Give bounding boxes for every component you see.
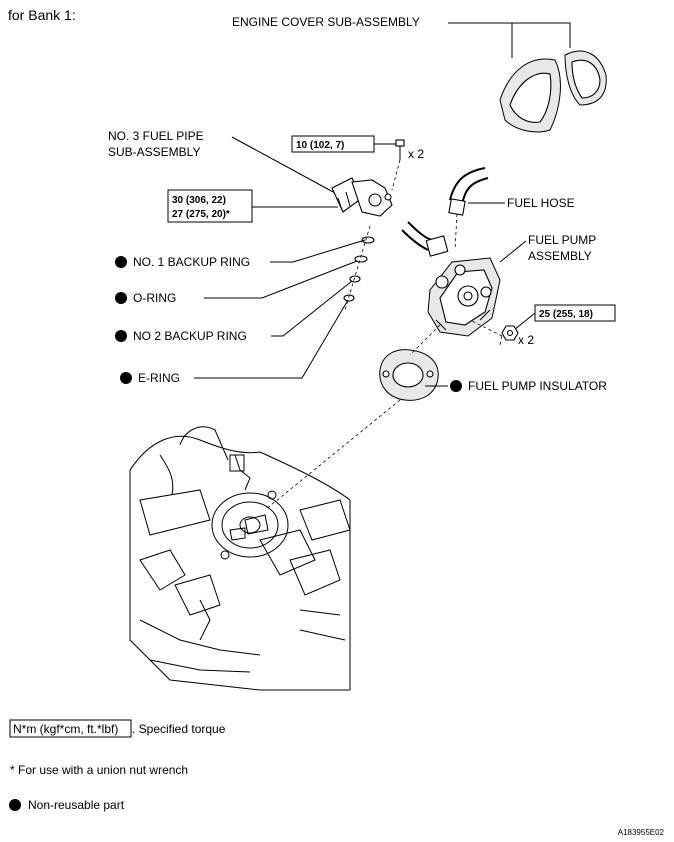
fuel-pump-illustration	[427, 257, 501, 337]
non-reusable-marker-backup-ring-2	[115, 330, 127, 342]
ring-stack-illustration	[343, 236, 375, 302]
fuel-pipe-label-line2: SUB-ASSEMBLY	[108, 145, 200, 159]
fuel-hose-illustration	[401, 167, 489, 257]
pipe-nut-torque-value-2: 27 (275, 20)*	[172, 209, 230, 220]
legend-non-reusable-marker	[9, 799, 21, 811]
fuel-hose-alignment-line	[454, 213, 458, 251]
fuel-pipe-label-line1: NO. 3 FUEL PIPE	[108, 129, 204, 143]
bolt-illustration	[395, 139, 405, 160]
o-ring-label: O-RING	[133, 291, 176, 305]
bolt-torque-value: 10 (102, 7)	[296, 140, 344, 151]
engine-cover-leader	[448, 22, 571, 58]
legend-torque-unit: N*m (kgf*cm, ft.*lbf)	[13, 722, 118, 736]
legend-torque-unit-box	[9, 719, 132, 738]
pipe-nut-torque-value-1: 30 (306, 22)	[172, 195, 226, 206]
e-ring-label: E-RING	[138, 371, 180, 385]
pump-insulator-label: FUEL PUMP INSULATOR	[468, 379, 607, 393]
engine-cover-label: ENGINE COVER SUB-ASSEMBLY	[232, 15, 420, 29]
backup-ring-1-label: NO. 1 BACKUP RING	[133, 255, 250, 269]
backup-ring-2-leader	[271, 280, 353, 337]
bolt-quantity: x 2	[408, 147, 424, 161]
o-ring-leader	[204, 260, 358, 299]
non-reusable-marker-backup-ring-1	[115, 256, 127, 268]
engine-cover-illustration	[499, 50, 607, 133]
non-reusable-marker-e-ring	[120, 372, 132, 384]
fuel-pump-label-line1: FUEL PUMP	[528, 233, 596, 247]
fuel-pump-label-line2: ASSEMBLY	[528, 249, 592, 263]
non-reusable-marker-o-ring	[115, 292, 127, 304]
fuel-pump-insulator-illustration	[379, 349, 439, 401]
fuel-pump-leader	[499, 240, 527, 263]
backup-ring-1-leader	[270, 239, 366, 263]
legend-torque-description: . Specified torque	[132, 722, 226, 736]
figure-id: A183955E02	[618, 828, 665, 837]
bolt-alignment-line	[391, 159, 401, 191]
fuel-pipe-illustration	[331, 177, 393, 217]
pump-mount-alignment-line	[264, 324, 441, 511]
pump-nut-illustration	[501, 325, 519, 341]
bank-label: for Bank 1:	[8, 7, 76, 23]
pump-nut-quantity: x 2	[518, 333, 534, 347]
e-ring-leader	[194, 299, 349, 379]
legend-non-reusable-label: Non-reusable part	[28, 798, 125, 812]
non-reusable-marker-insulator	[450, 380, 462, 392]
pump-nut-torque-leader	[513, 312, 536, 331]
fuel-hose-label: FUEL HOSE	[507, 196, 575, 210]
ring-alignment-line	[344, 225, 371, 311]
legend-union-note: * For use with a union nut wrench	[10, 763, 188, 777]
pump-nut-torque-value: 25 (255, 18)	[539, 309, 593, 320]
pipe-nut-torque-box	[167, 189, 253, 223]
pump-nut-alignment-line-2	[499, 335, 503, 346]
backup-ring-2-label: NO 2 BACKUP RING	[133, 329, 247, 343]
cylinder-head-illustration	[129, 426, 351, 691]
fuel-pipe-leader	[231, 136, 336, 194]
